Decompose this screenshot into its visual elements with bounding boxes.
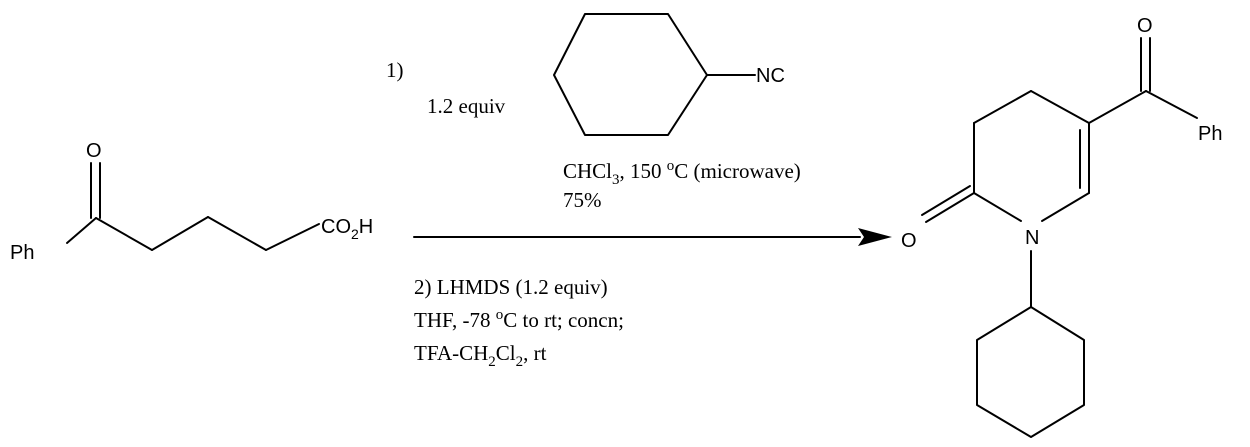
- product-ring-bond-n-c2: [973, 192, 1022, 222]
- step-2-line-3: TFA-CH2Cl2, rt: [414, 341, 547, 370]
- step-2-conditions: 2) LHMDS (1.2 equiv) THF, -78 oC to rt; …: [414, 275, 624, 370]
- start-phenyl-label: Ph: [10, 242, 34, 264]
- starting-material: O Ph CO2H: [10, 140, 373, 264]
- reaction-arrow: [413, 228, 892, 246]
- bond-ch2-ch2-b: [207, 216, 267, 251]
- bond-ch2-acid: [265, 223, 320, 251]
- product-benzoyl-bond: [1088, 90, 1147, 124]
- step-1-number: 1): [386, 58, 404, 82]
- product-lactam-co-2: [921, 185, 971, 216]
- product-lactam-co-1: [925, 192, 975, 223]
- start-acid-label: CO2H: [321, 216, 373, 242]
- reaction-arrow-head: [858, 228, 892, 246]
- reagent-isocyanide-label: NC: [756, 65, 785, 87]
- product-ring-bond-c6-n: [1041, 192, 1090, 222]
- step-2-line-2: THF, -78 oC to rt; concn;: [414, 307, 624, 332]
- step-1-reagent-amount: 1.2 equiv: [427, 94, 506, 118]
- product-benzoyl-ph-bond: [1145, 90, 1198, 119]
- step-1-conditions-text: CHCl3, 150 oC (microwave): [563, 158, 801, 188]
- product-lactam-oxygen-label: O: [901, 230, 917, 252]
- product-ring-bond-c3-c4: [973, 90, 1032, 124]
- step-1-yield: 75%: [563, 188, 602, 212]
- product-phenyl-label: Ph: [1198, 123, 1222, 145]
- product-ketone-oxygen-label: O: [1137, 15, 1153, 37]
- bond-ph-carbonyl: [66, 217, 97, 244]
- step-2-line-1: 2) LHMDS (1.2 equiv): [414, 275, 608, 299]
- bond-carbonyl-ch2-a: [95, 217, 153, 251]
- bond-ch2-ch2-a: [151, 216, 209, 251]
- product-cyclohexane-ring: [976, 306, 1085, 438]
- product-nitrogen-label: N: [1025, 227, 1039, 249]
- step-1-conditions: 1) 1.2 equiv NC CHCl3, 150 oC (microwave…: [386, 13, 801, 212]
- start-oxygen-label: O: [86, 140, 102, 162]
- product-ring-bond-c4-c5: [1030, 90, 1090, 124]
- product: O N O Ph: [901, 15, 1222, 438]
- reagent-cyclohexane-ring: [553, 13, 708, 136]
